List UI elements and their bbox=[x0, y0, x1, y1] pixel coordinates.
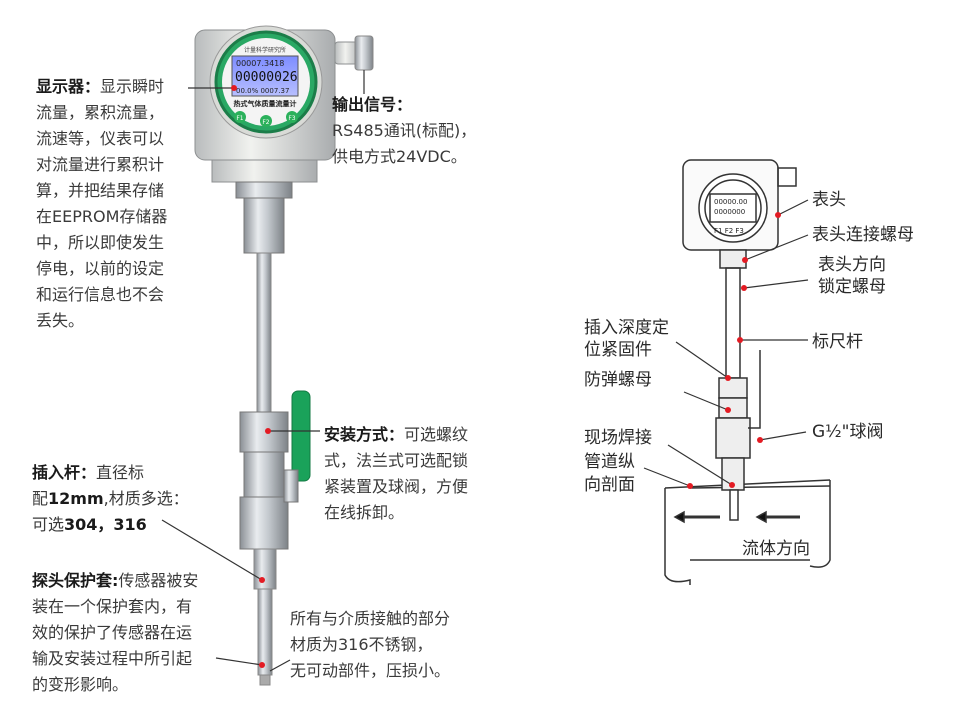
lcd-display: 计量科学研究所 00007.3418 00000026 00.0% 0007.3… bbox=[231, 46, 299, 127]
output-signal-description: 输出信号： RS485通讯(标配)， 供电方式24VDC。 bbox=[332, 92, 522, 170]
insertion-rod bbox=[235, 181, 293, 414]
svg-text:00000.00: 00000.00 bbox=[714, 198, 747, 206]
display-description: 显示器：显示瞬时 流量，累积流量， 流速等，仪表可以 对流量进行累积计 算，并把… bbox=[36, 77, 168, 330]
label-dir-nut-2: 锁定螺母 bbox=[818, 277, 886, 297]
label-pipe-2: 向剖面 bbox=[584, 475, 635, 495]
label-dir-nut-1: 表头方向 bbox=[818, 255, 886, 275]
svg-text:0000000: 0000000 bbox=[714, 208, 745, 216]
right-screen-text: 00000.00 0000000 F1 F2 F3 bbox=[714, 198, 747, 235]
svg-text:F1: F1 bbox=[236, 115, 243, 122]
label-ball-valve: G½"球阀 bbox=[812, 422, 884, 442]
svg-text:00007.3418: 00007.3418 bbox=[236, 59, 284, 68]
label-weld: 现场焊接 bbox=[584, 428, 652, 448]
display-title: 显示器： bbox=[36, 77, 101, 96]
label-head-nut: 表头连接螺母 bbox=[812, 225, 914, 245]
material-description: 所有与介质接触的部分 材质为316不锈钢， 无可动部件，压损小。 bbox=[290, 609, 451, 680]
label-flow-direction: 流体方向 bbox=[742, 539, 810, 559]
label-depth-1: 插入深度定 bbox=[584, 318, 669, 338]
svg-text:F3: F3 bbox=[288, 115, 295, 122]
svg-text:F2: F2 bbox=[262, 119, 269, 126]
probe-description: 探头保护套:传感器被安 装在一个保护套内，有 效的保护了传感器在运 输及安装过程… bbox=[32, 571, 199, 694]
svg-text:热式气体质量流量计: 热式气体质量流量计 bbox=[234, 99, 297, 108]
svg-text:00000026: 00000026 bbox=[235, 70, 298, 85]
right-red-dots bbox=[687, 212, 781, 489]
svg-text:00.0% 0007.37: 00.0% 0007.37 bbox=[236, 87, 289, 95]
svg-text:F1 F2 F3: F1 F2 F3 bbox=[714, 227, 744, 235]
label-head: 表头 bbox=[812, 190, 846, 210]
label-depth-2: 位紧固件 bbox=[584, 340, 652, 360]
probe-title: 探头保护套: bbox=[32, 571, 119, 590]
right-callout-lines bbox=[643, 199, 809, 487]
label-anti-nut: 防弹螺母 bbox=[584, 370, 652, 390]
ball-valve-assembly bbox=[239, 390, 311, 686]
svg-text:计量科学研究所: 计量科学研究所 bbox=[244, 46, 286, 54]
install-title: 安装方式： bbox=[324, 425, 405, 444]
output-title: 输出信号： bbox=[332, 95, 413, 114]
label-scale-rod: 标尺杆 bbox=[812, 332, 863, 352]
left-callout-lines bbox=[161, 70, 365, 672]
rod-description: 插入杆：直径标 配12mm,材质多选： 可选304，316 bbox=[32, 463, 189, 534]
installation-diagram bbox=[664, 159, 831, 585]
install-description: 安装方式：可选螺纹 式，法兰式可选配锁 紧装置及球阀，方便 在线拆卸。 bbox=[324, 425, 469, 522]
label-pipe-1: 管道纵 bbox=[584, 452, 635, 472]
left-red-dots bbox=[231, 85, 271, 668]
rod-title: 插入杆： bbox=[32, 463, 97, 482]
